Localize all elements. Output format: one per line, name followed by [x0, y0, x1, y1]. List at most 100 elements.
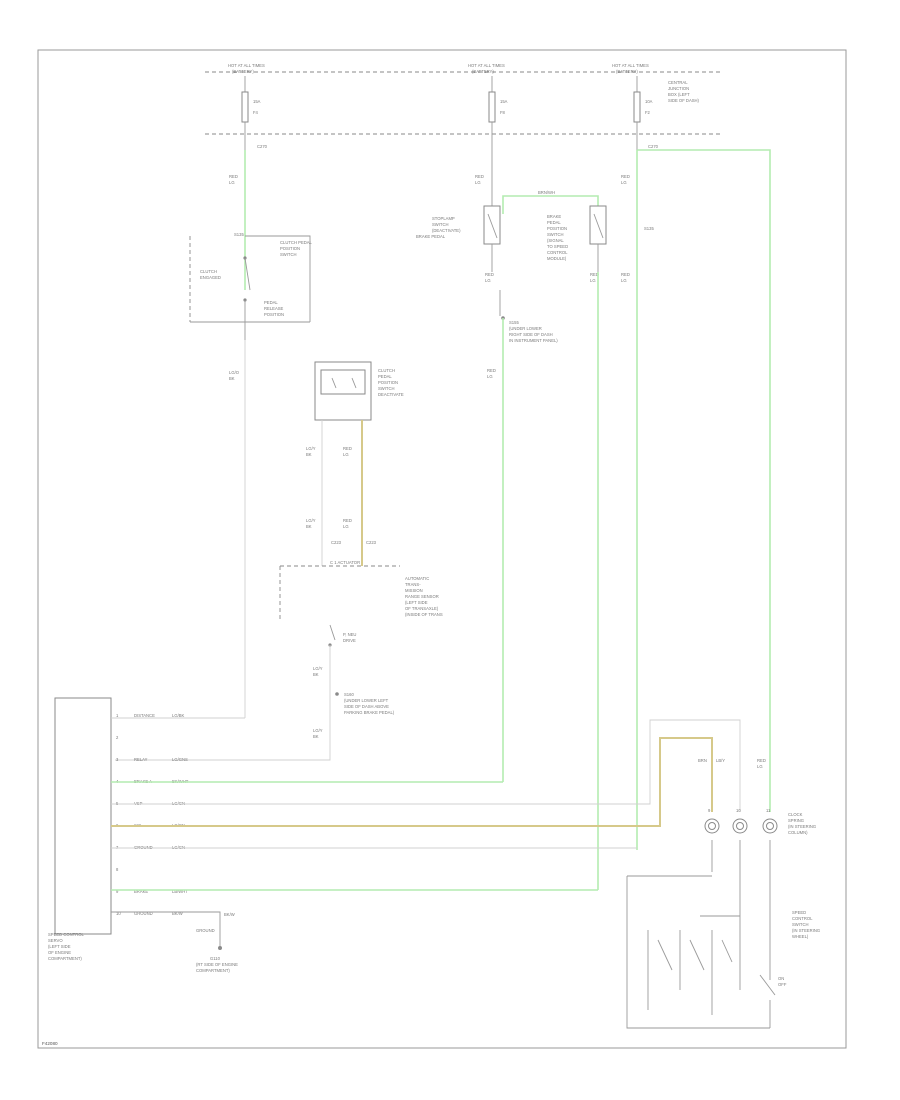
bpp-label-5: (SIGNAL	[547, 238, 564, 243]
clock-spring-pin-num: 9	[708, 808, 711, 813]
cancel-2: RELEASE	[264, 306, 284, 311]
fuse-3: 10A F2	[633, 76, 653, 150]
fuse1-sub: (BATTERY)	[232, 69, 254, 74]
fuse3-id: F2	[645, 110, 651, 115]
fuse2-rating: 15A	[500, 99, 508, 104]
bpp-label-3: POSITION	[547, 226, 567, 231]
middle-branch: RED LG STOPLAMP SWITCH (DEACTIVATE) BRAK…	[416, 149, 771, 890]
deact-wire-r2: RED	[343, 518, 352, 523]
fuse3-header: HOT AT ALL TIMES	[612, 63, 649, 68]
jumper-label: BRN/WH	[538, 190, 555, 195]
ground-5: COMPARTMENT)	[196, 968, 230, 973]
cs-label-4: COLUMN)	[788, 830, 808, 835]
deact-wire-l2b: BK	[306, 524, 312, 529]
stoplamp-label-1: STOPLAMP	[432, 216, 455, 221]
fuse-2: 15A F8	[488, 76, 508, 150]
cs-label-3: (IN STEERING	[788, 824, 816, 829]
s-pin: S135	[644, 226, 654, 231]
fuse2-header: HOT AT ALL TIMES	[468, 63, 505, 68]
fuse-box-label-3: BOX (LEFT	[668, 92, 690, 97]
module-pin-function: GROUND	[134, 911, 153, 916]
module-label-2: SERVO	[48, 938, 63, 943]
ground-2: GROUND	[196, 928, 215, 933]
clutch-sw-inner-1: CLUTCH	[200, 269, 217, 274]
deact-conn-l: C223	[331, 540, 342, 545]
trs-wire1b: BK	[313, 672, 319, 677]
mid-wire4b: LG	[487, 374, 493, 379]
clock-spring-pin	[762, 818, 778, 834]
clock-spring-pin-inner	[736, 822, 744, 830]
module-pin-num: 8	[116, 867, 119, 872]
cancel-3: POSITION	[264, 312, 284, 317]
trs-switch-2: DRIVE	[343, 638, 356, 643]
bpp-wire: RED	[590, 272, 599, 277]
module-pin-num: 5	[116, 801, 119, 806]
module-pin-wire: LG/GNS	[172, 757, 188, 762]
deact-label-3: POSITION	[378, 380, 398, 385]
cs-wire2b: LG	[757, 764, 763, 769]
cs-wire1: BRN	[698, 758, 707, 763]
deact-conn-r: C223	[366, 540, 377, 545]
fuse2-sub: (BATTERY)	[472, 69, 494, 74]
left-wire2: LG/O	[229, 370, 240, 375]
sw-label-4: (IN STEERING	[792, 928, 820, 933]
bpp-label-6: TO SPEED	[547, 244, 568, 249]
left-wire1: RED	[229, 174, 238, 179]
module-label-4: OF ENGINE	[48, 950, 71, 955]
fuse3-sub: (BATTERY)	[616, 69, 638, 74]
module-pin-num: 10	[116, 911, 121, 916]
footer-code: F42080	[42, 1041, 58, 1046]
stoplamp-label-4: BRAKE PEDAL	[416, 234, 446, 239]
pin6-wire	[111, 737, 713, 827]
trs-switch-1: P, NEU	[343, 632, 356, 637]
module-pin-wire: LB/WHT	[172, 889, 188, 894]
cs-wire2: RED	[757, 758, 766, 763]
mid-wire4: RED	[487, 368, 496, 373]
module-ground: BK/W GROUND G110 (RT SIDE OF ENGINE COMP…	[111, 911, 238, 973]
deact-wire-l2: LG/Y	[306, 518, 316, 523]
trs-label-5: (LEFT SIDE	[405, 600, 428, 605]
sw-off: OFF	[778, 982, 787, 987]
module-pin-num: 2	[116, 735, 119, 740]
s160-3: SIDE OF DASH ABOVE	[344, 704, 389, 709]
module-pin-num: 1	[116, 713, 119, 718]
s160-1: S160	[344, 692, 354, 697]
sw-label-2: CONTROL	[792, 916, 813, 921]
mid-wire1: RED	[475, 174, 484, 179]
module-pin-wire: BK/W	[172, 911, 183, 916]
left-wire2b: BK	[229, 376, 235, 381]
stoplamp-label-3: (DEACTIVATE)	[432, 228, 461, 233]
clutch-sw-label-2: POSITION	[280, 246, 300, 251]
ground-3: G110	[210, 956, 221, 961]
module-pin-wire: LG/GN	[172, 801, 185, 806]
mid-wire2b: LG	[485, 278, 491, 283]
module-pin-num: 9	[116, 889, 119, 894]
fuse-box-label-1: CENTRAL	[668, 80, 688, 85]
module-pin-function: RELAY	[134, 757, 148, 762]
clock-spring-pin-num: 11	[766, 808, 771, 813]
right-wireb: LG	[621, 180, 627, 185]
fuse2-id: F8	[500, 110, 506, 115]
module-label-1: SPEED CONTROL	[48, 932, 85, 937]
module-pin-function: DISTANCE	[134, 713, 155, 718]
trs-label-7: (INSIDE OF TRANS	[405, 612, 443, 617]
speed-control-module: SPEED CONTROL SERVO (LEFT SIDE OF ENGINE…	[48, 697, 112, 961]
fuse1-header: HOT AT ALL TIMES	[228, 63, 265, 68]
trs-label-1: AUTOMATIC	[405, 576, 429, 581]
clutch-sw-label-1: CLUTCH PEDAL	[280, 240, 313, 245]
cs-label-1: CLOCK	[788, 812, 803, 817]
left-wire1b: LG	[229, 180, 235, 185]
trans-range-sensor: C 1 ACTUATOR AUTOMATIC TRANS- MISSION RA…	[115, 560, 443, 761]
trs-wire2: LG/Y	[313, 728, 323, 733]
trs-label-3: MISSION	[405, 588, 423, 593]
sw-label-1: SPEED	[792, 910, 806, 915]
deact-wire-r2b: LG	[343, 524, 349, 529]
trs-wire2b: BK	[313, 734, 319, 739]
bpp-wireb: LG	[590, 278, 596, 283]
s155-4: IN INSTRUMENT PANEL)	[509, 338, 558, 343]
clutch-sw-label-3: SWITCH	[280, 252, 297, 257]
